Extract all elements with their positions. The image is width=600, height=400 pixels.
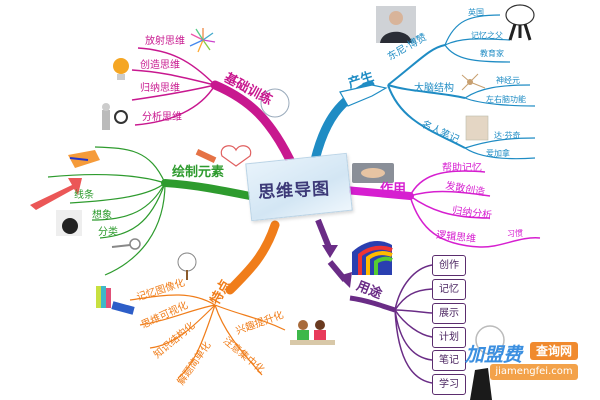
watermark-brand: 加盟费	[465, 344, 523, 366]
basic-item-2: 创造思维	[140, 60, 180, 71]
thinking-head-icon	[56, 210, 82, 236]
sketch-note-icon	[465, 115, 489, 141]
origin-group-2: 大脑结构	[414, 83, 454, 94]
origin-3-item-2: 爱加拿	[486, 149, 510, 158]
pencil-heart-icon	[195, 145, 252, 167]
usage-item-3: 展示	[432, 303, 466, 324]
watermark-tag: 查询网	[530, 342, 578, 360]
center-title: 思维导图	[257, 179, 331, 203]
hand-colors-icon	[68, 150, 100, 168]
drawing-item-3: 分类	[98, 227, 118, 238]
origin-1-item-3: 教育家	[480, 49, 504, 58]
usage-item-6: 学习	[432, 374, 466, 395]
watermark-url: jiamengfei.com	[490, 364, 578, 380]
magnifier-figure-icon	[102, 103, 128, 130]
person-silhouette-icon	[470, 325, 505, 400]
basic-item-3: 归纳思维	[140, 83, 180, 94]
branch-drawing: 绘制元素	[172, 165, 225, 180]
brain-head-icon	[260, 88, 290, 118]
firework-icon	[189, 28, 216, 53]
origin-2-item-2: 左右脑功能	[486, 95, 526, 104]
basic-item-1: 放射思维	[145, 36, 185, 47]
drawing-item-2: 想象	[92, 210, 112, 221]
origin-2-item-1: 神经元	[496, 76, 520, 85]
brain-lifter-icon	[505, 4, 535, 41]
origin-1-item-1: 英国	[468, 8, 484, 17]
usage-item-2: 记忆	[432, 279, 466, 300]
tree-icon	[177, 252, 197, 280]
function-item-1: 帮助记忆	[442, 163, 482, 174]
lightbulb-icon	[113, 58, 129, 80]
drawing-item-1: 线条	[74, 190, 94, 201]
usage-item-1: 创作	[432, 255, 466, 276]
usage-item-4: 计划	[432, 327, 466, 348]
branch-function: 作用	[380, 182, 407, 197]
portrait-icon	[376, 6, 416, 43]
origin-3-item-1: 达·芬奇	[494, 131, 521, 140]
usage-item-5: 笔记	[432, 350, 466, 371]
red-arrow-icon	[30, 178, 82, 210]
neuron-icon	[461, 73, 486, 91]
key-icon	[111, 238, 141, 250]
origin-1-item-2: 记忆之父	[471, 31, 503, 40]
books-icon	[96, 286, 135, 315]
children-icon	[290, 320, 335, 345]
basic-item-4: 分析思维	[142, 112, 182, 123]
function-sub-item: 习惯	[507, 229, 523, 238]
pointing-hand-icon	[339, 84, 388, 107]
handshake-icon	[352, 163, 394, 183]
rainbow-icon	[352, 240, 393, 275]
